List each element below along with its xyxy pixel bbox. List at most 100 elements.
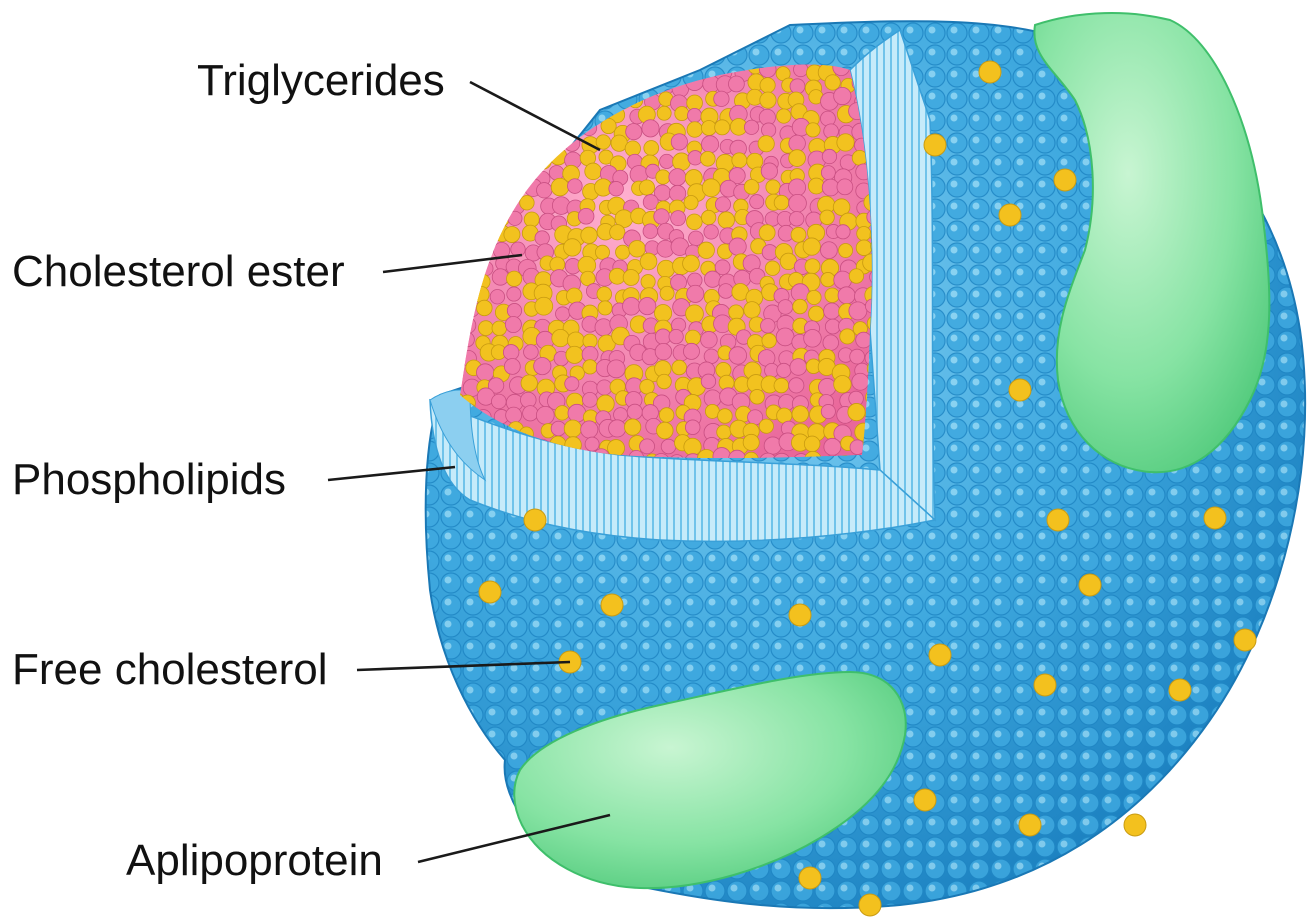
cholesterol-ester-bead [521,375,537,391]
cholesterol-ester-bead [524,119,539,134]
triglyceride-bead [481,230,497,246]
triglyceride-bead [640,439,655,454]
cholesterol-ester-bead [493,59,509,75]
cholesterol-ester-bead [461,226,477,242]
triglyceride-bead [462,169,478,185]
triglyceride-bead [537,79,552,94]
triglyceride-bead [556,307,570,321]
cholesterol-ester-bead [821,272,835,286]
triglyceride-bead [462,104,479,121]
triglyceride-bead [729,347,747,365]
free-cholesterol-dot [1204,507,1226,529]
cholesterol-ester-bead [717,425,731,439]
triglyceride-bead [554,134,569,149]
cholesterol-ester-bead [777,109,791,123]
triglyceride-bead [535,231,549,245]
triglyceride-bead [507,287,521,301]
cholesterol-ester-bead [495,75,510,90]
free-cholesterol-dot [999,204,1021,226]
cholesterol-ester-bead [535,297,553,315]
cholesterol-ester-bead [803,238,820,255]
cholesterol-ester-bead [566,288,582,304]
cholesterol-ester-bead [760,92,776,108]
cholesterol-ester-bead [446,273,461,288]
cholesterol-ester-bead [718,409,733,424]
triglyceride-bead [580,76,594,90]
triglyceride-bead [661,439,676,454]
cholesterol-ester-bead [760,78,775,93]
triglyceride-bead [508,211,522,225]
cholesterol-ester-bead [506,271,521,286]
triglyceride-bead [607,360,625,378]
cholesterol-ester-bead [477,300,493,316]
label-triglycerides: Triglycerides [197,56,445,105]
cholesterol-ester-bead [610,65,626,81]
triglyceride-bead [701,331,718,348]
cholesterol-ester-bead [729,305,744,320]
cholesterol-ester-bead [596,135,610,149]
cholesterol-ester-bead [806,123,820,137]
free-cholesterol-dot [1079,574,1101,596]
cholesterol-ester-bead [766,180,780,194]
triglyceride-bead [821,166,835,180]
triglyceride-bead [714,91,729,106]
cholesterol-ester-bead [660,286,674,300]
free-cholesterol-dot [929,644,951,666]
triglyceride-bead [669,329,683,343]
cholesterol-ester-bead [684,438,701,455]
cholesterol-ester-bead [686,305,704,323]
cholesterol-ester-bead [489,166,507,184]
triglyceride-bead [480,156,494,170]
triglyceride-bead [819,378,836,395]
triglyceride-bead [687,285,704,302]
cholesterol-ester-bead [625,141,640,156]
triglyceride-bead [788,179,805,196]
triglyceride-bead [849,302,867,320]
cholesterol-ester-bead [792,406,809,423]
triglyceride-bead [585,92,602,109]
cholesterol-ester-bead [657,422,674,439]
triglyceride-bead [639,298,656,315]
cholesterol-ester-bead [442,287,460,305]
free-cholesterol-dot [859,894,881,916]
lipid-core [442,58,887,472]
triglyceride-bead [789,378,804,393]
triglyceride-bead [715,197,730,212]
cholesterol-ester-bead [609,268,625,284]
cholesterol-ester-bead [447,79,464,96]
cholesterol-ester-bead [639,180,654,195]
triglyceride-bead [597,62,611,76]
cholesterol-ester-bead [488,134,505,151]
free-cholesterol-dot [479,581,501,603]
triglyceride-bead [510,120,528,138]
triglyceride-bead [583,61,598,76]
triglyceride-bead [582,392,597,407]
triglyceride-bead [523,406,538,421]
free-cholesterol-dot [914,789,936,811]
cholesterol-ester-bead [504,226,520,242]
cholesterol-ester-bead [446,361,462,377]
free-cholesterol-dot [789,604,811,626]
cholesterol-ester-bead [446,92,464,110]
triglyceride-bead [503,345,519,361]
triglyceride-bead [718,284,733,299]
cholesterol-ester-bead [581,227,597,243]
cholesterol-ester-bead [758,136,774,152]
cholesterol-ester-bead [508,59,524,75]
triglyceride-bead [524,345,539,360]
triglyceride-bead [491,394,506,409]
cholesterol-ester-bead [497,150,511,164]
triglyceride-bead [626,124,642,140]
cholesterol-ester-bead [564,81,578,95]
cholesterol-ester-bead [805,259,820,274]
triglyceride-bead [838,287,855,304]
cholesterol-ester-bead [447,302,464,319]
free-cholesterol-dot [979,61,1001,83]
triglyceride-bead [778,300,793,315]
label-cholesterol-ester: Cholesterol ester [12,247,345,296]
cholesterol-ester-bead [585,163,602,180]
triglyceride-bead [824,303,840,319]
cholesterol-ester-bead [551,62,568,79]
free-cholesterol-dot [601,594,623,616]
